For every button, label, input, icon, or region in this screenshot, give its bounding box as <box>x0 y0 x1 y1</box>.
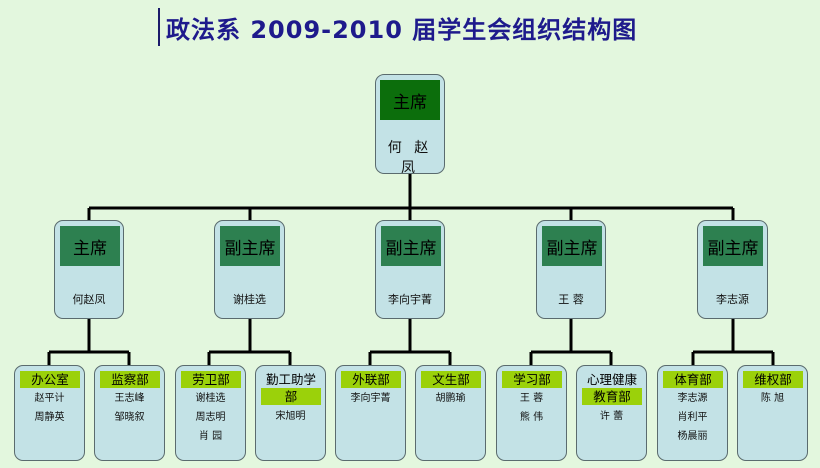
dept-node: 心理健康 教育部 许 蕾 <box>576 365 647 461</box>
root-node: 主席 何 赵 凤 <box>375 74 445 174</box>
leader-role: 副主席 <box>220 226 280 266</box>
dept-member: 肖 园 <box>198 431 223 442</box>
leader-name: 何赵凤 <box>72 293 106 306</box>
chart-title: 政法系 2009-2010 届学生会组织结构图 <box>166 16 638 44</box>
title-accent-bar <box>158 8 160 46</box>
dept-node: 外联部 李向宇菁 <box>335 365 406 461</box>
leader-node: 副主席 李志源 <box>697 220 768 319</box>
dept-member: 邹晓叙 <box>114 412 145 423</box>
leader-name: 李向宇菁 <box>388 293 432 306</box>
dept-node: 劳卫部 谢桂选 周志明 肖 园 <box>175 365 246 461</box>
root-role: 主席 <box>380 80 440 120</box>
dept-member: 肖利平 <box>677 412 708 423</box>
dept-label: 学习部 <box>502 371 562 388</box>
dept-node: 文生部 胡鹏瑜 <box>415 365 486 461</box>
dept-label: 部 <box>261 388 321 405</box>
dept-label: 劳卫部 <box>181 371 241 388</box>
dept-member: 周志明 <box>195 412 226 423</box>
dept-member: 王志峰 <box>114 393 145 404</box>
dept-label: 外联部 <box>341 371 401 388</box>
dept-label: 勤工助学 <box>265 372 316 387</box>
leader-name: 王 蓉 <box>558 293 584 306</box>
dept-member: 熊 伟 <box>519 412 544 423</box>
dept-member: 王 蓉 <box>519 393 544 404</box>
dept-label: 文生部 <box>421 371 481 388</box>
leader-role: 副主席 <box>703 226 763 266</box>
leader-role: 副主席 <box>381 226 441 266</box>
dept-node: 学习部 王 蓉 熊 伟 <box>496 365 567 461</box>
leader-name: 谢桂选 <box>233 293 266 306</box>
dept-member: 宋旭明 <box>275 411 306 422</box>
dept-node: 勤工助学 部 宋旭明 <box>255 365 326 461</box>
dept-member: 周静英 <box>34 412 65 423</box>
leader-node: 主席 何赵凤 <box>54 220 124 319</box>
leader-node: 副主席 李向宇菁 <box>375 220 445 319</box>
dept-label: 监察部 <box>100 371 160 388</box>
dept-node: 体育部 李志源 肖利平 杨晨丽 <box>657 365 728 461</box>
root-name: 何 赵 凤 <box>387 140 433 174</box>
dept-label: 维权部 <box>743 371 803 388</box>
dept-node: 办公室 赵平计 周静英 <box>14 365 85 461</box>
leader-node: 副主席 谢桂选 <box>214 220 285 319</box>
leader-name: 李志源 <box>716 293 749 306</box>
dept-member: 陈 旭 <box>760 393 785 404</box>
dept-member: 赵平计 <box>34 393 65 404</box>
dept-member: 胡鹏瑜 <box>435 393 466 404</box>
dept-node: 维权部 陈 旭 <box>737 365 808 461</box>
dept-label: 教育部 <box>582 388 642 405</box>
dept-member: 李志源 <box>677 393 708 404</box>
leader-role: 主席 <box>60 226 120 266</box>
dept-member: 许 蕾 <box>599 411 624 422</box>
dept-label: 心理健康 <box>586 372 637 387</box>
leader-role: 副主席 <box>542 226 602 266</box>
dept-label: 办公室 <box>20 371 80 388</box>
dept-member: 谢桂选 <box>195 393 226 404</box>
dept-member: 李向宇菁 <box>350 393 391 404</box>
dept-member: 杨晨丽 <box>677 431 708 442</box>
dept-node: 监察部 王志峰 邹晓叙 <box>94 365 165 461</box>
dept-label: 体育部 <box>663 371 723 388</box>
leader-node: 副主席 王 蓉 <box>536 220 606 319</box>
